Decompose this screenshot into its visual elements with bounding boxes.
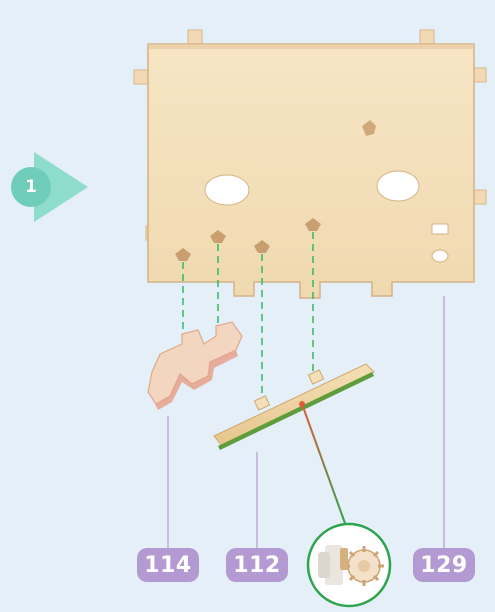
part-114-piece [148,322,242,410]
leader-lines [168,296,444,548]
part-label-112: 112 [226,548,288,582]
part-label-129: 129 [413,548,475,582]
detail-anchor-dot [299,401,305,407]
part-label-114: 114 [137,548,199,582]
part-112-stick [214,364,374,450]
part-129-board [134,30,486,298]
step-number: 1 [12,170,50,204]
detail-leader-line [302,404,346,526]
gear-detail-icon [308,524,390,606]
